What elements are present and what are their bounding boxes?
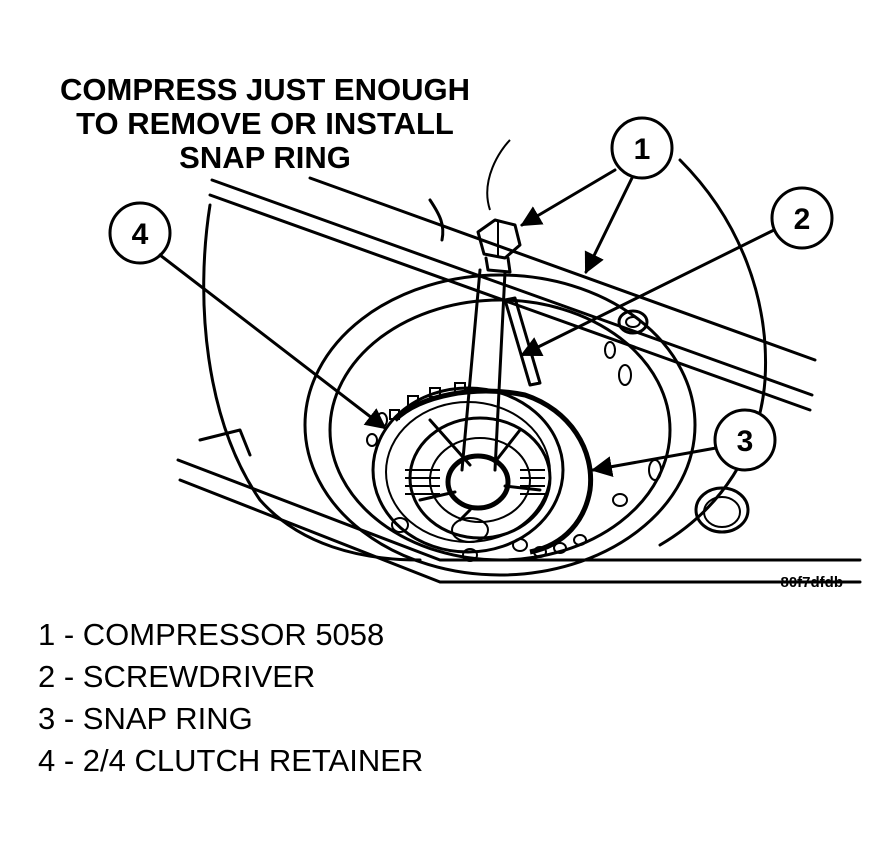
figure-id: 80f7dfdb [780,574,843,591]
callout-1: 1 [520,116,674,274]
transmission-case [176,158,862,584]
callout-4: 4 [108,201,387,430]
callout-3: 3 [590,408,777,478]
snap-ring [393,388,594,555]
callout-2: 2 [520,186,834,357]
legend-item-1: 1 - COMPRESSOR 5058 [38,617,385,652]
compressor-tool [208,139,817,472]
instruction-line-2: TO REMOVE OR INSTALL [76,106,454,141]
flange-bolt-holes [366,341,662,562]
transmission-illustration: COMPRESS JUST ENOUGH TO REMOVE OR INSTAL… [60,72,862,591]
legend-item-4: 4 - 2/4 CLUTCH RETAINER [38,743,424,778]
instruction-line-1: COMPRESS JUST ENOUGH [60,72,470,107]
legend-item-2: 2 - SCREWDRIVER [38,659,316,694]
callout-3-label: 3 [737,425,754,458]
screwdriver [503,296,542,387]
callout-2-label: 2 [794,203,811,236]
legend: 1 - COMPRESSOR 5058 2 - SCREWDRIVER 3 - … [38,614,423,782]
legend-item-3: 3 - SNAP RING [38,701,253,736]
instruction-line-3: SNAP RING [179,140,351,175]
callout-4-label: 4 [132,218,149,251]
clutch-retainer [371,382,565,554]
callout-1-label: 1 [634,133,651,166]
